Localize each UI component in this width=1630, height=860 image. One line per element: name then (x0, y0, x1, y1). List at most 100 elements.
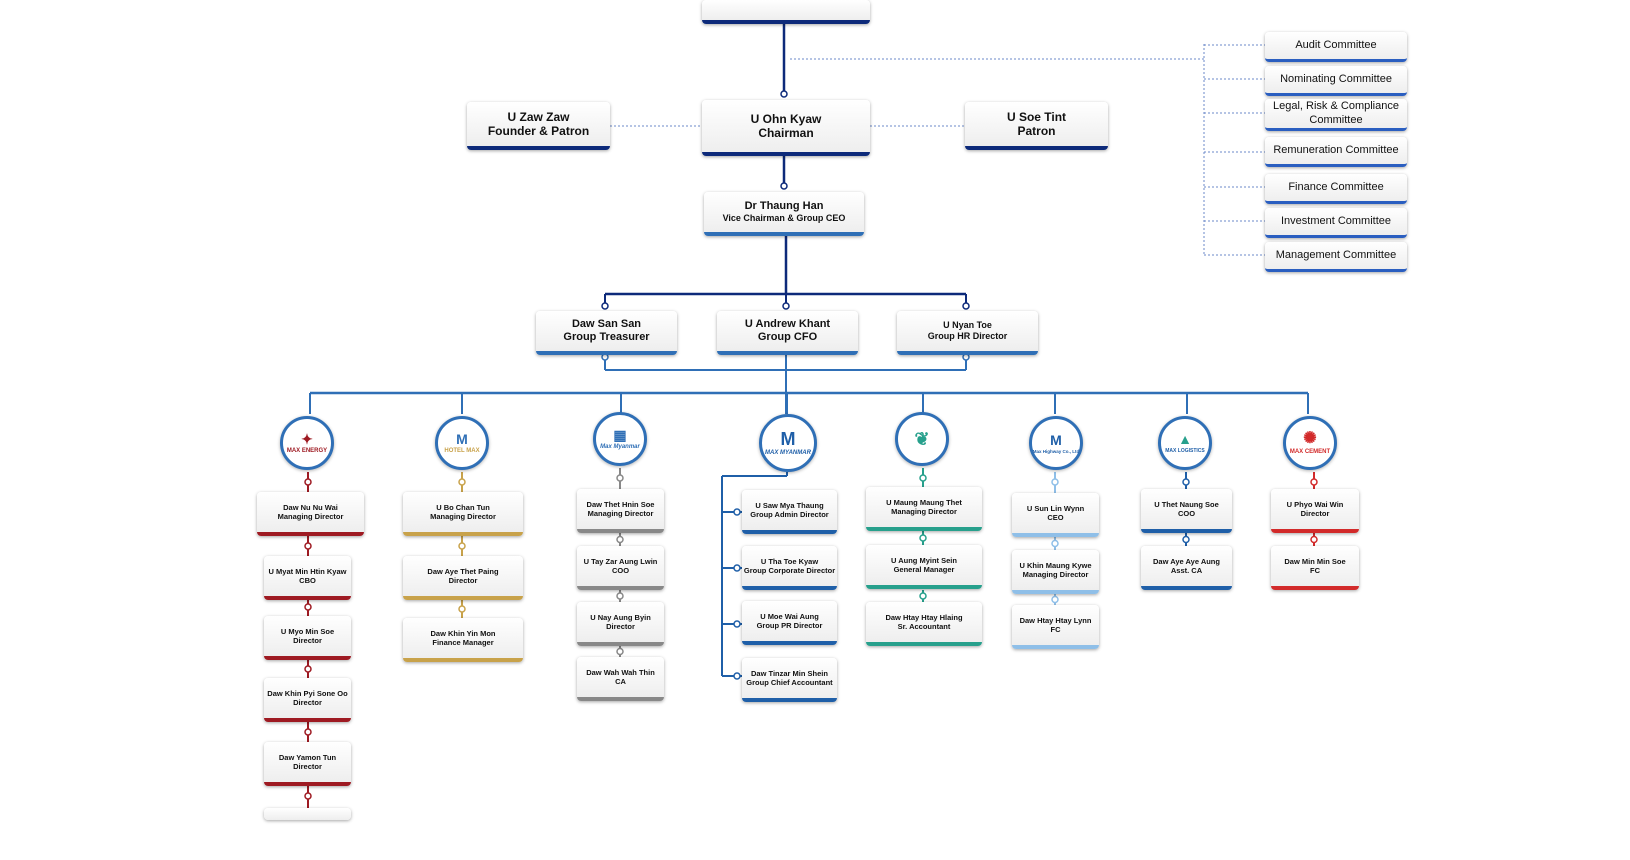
connector-dot (1182, 535, 1190, 544)
employee-title: Director (606, 622, 635, 631)
employee-name: U Nay Aung Byin (590, 613, 651, 622)
committee-label: Nominating Committee (1280, 72, 1392, 85)
connector-dot (733, 620, 741, 628)
logo-mark: ❦ (914, 429, 930, 449)
employee-title: CBO (299, 576, 316, 585)
committee-remuneration: Remuneration Committee (1265, 137, 1407, 167)
employee-name: Daw Yamon Tun (278, 753, 337, 762)
exec-name: U Andrew Khant (744, 317, 831, 330)
committee-label: Management Committee (1275, 248, 1397, 261)
ceo-title: Vice Chairman & Group CEO (722, 213, 846, 224)
employee-name: Daw Nu Nu Wai (283, 503, 338, 512)
connector-dot (616, 535, 624, 544)
connector-dot (919, 534, 927, 542)
connector-dot (780, 182, 788, 190)
max-cement-icon: ✺ MAX CEMENT (1283, 416, 1337, 470)
committee-label: Remuneration Committee (1273, 143, 1399, 156)
employee-title: General Manager (893, 565, 955, 574)
employee-name: Daw Tinzar Min Shein (751, 669, 828, 678)
logo-mark: ✦ (301, 431, 313, 447)
connector-dot (304, 603, 312, 611)
employee-title: Asst. CA (1170, 566, 1203, 575)
employee-title: Managing Director (277, 512, 344, 521)
employee-name: U Thet Naung Soe (1154, 500, 1219, 509)
employee-title: Managing Director (587, 509, 654, 518)
connector-dot (733, 564, 741, 572)
chairman-title: Chairman (758, 126, 814, 140)
employee-title: FC (1050, 625, 1061, 634)
employee-title: CEO (1047, 513, 1064, 522)
connector-dot (733, 672, 741, 680)
employee-name: U Tha Toe Kyaw (760, 557, 819, 566)
employee-title: Managing Director (430, 512, 496, 521)
max-myanmar-icon: M MAX MYANMAR (759, 414, 817, 472)
patron-box: U Soe Tint Patron (965, 102, 1108, 150)
employee-title: Director (293, 636, 322, 645)
max-logistics-icon: ▲ MAX LOGISTICS (1158, 416, 1212, 470)
employee-name: Daw Khin Yin Mon (430, 629, 496, 638)
connector-dot (616, 592, 624, 600)
employee-name: U Khin Maung Kywe (1019, 561, 1092, 570)
employee-title: Group Corporate Director (743, 566, 836, 575)
connector-dot (780, 90, 788, 98)
exec-title: Group CFO (757, 331, 818, 343)
logo-text: Max Myanmar (600, 444, 640, 450)
connector-dot (458, 542, 466, 550)
exec-title: Group Treasurer (563, 331, 650, 343)
exec-title: Group HR Director (927, 331, 1008, 341)
connector-dot (919, 474, 927, 482)
committee-legal-risk: Legal, Risk & Compliance Committee (1265, 99, 1407, 131)
employee-name: U Myo Min Soe (280, 627, 335, 636)
connector-dot (304, 478, 312, 486)
employee-name: U Tay Zar Aung Lwin (583, 557, 658, 566)
employee-title: Director (293, 698, 322, 707)
ceo-box: Dr Thaung Han Vice Chairman & Group CEO (704, 192, 864, 236)
employee-title: CA (615, 677, 626, 686)
committee-finance: Finance Committee (1265, 174, 1407, 204)
logo-mark: M (780, 429, 796, 449)
employee-title: Group Chief Accountant (746, 678, 833, 687)
employee-title: COO (1177, 509, 1196, 518)
connector-dot (304, 665, 312, 673)
employee-name: U Sun Lin Wynn (1026, 504, 1085, 513)
connector-dot (962, 302, 970, 310)
employee-box-partial (264, 808, 351, 820)
exec-hr-box: U Nyan Toe Group HR Director (897, 311, 1038, 355)
committee-audit: Audit Committee (1265, 32, 1407, 62)
employee-name: U Maung Maung Thet (886, 498, 962, 507)
connector-dot (304, 792, 312, 800)
logo-text: MAX CEMENT (1289, 449, 1331, 455)
exec-name: Daw San San (571, 317, 642, 330)
employee-name: Daw Htay Htay Hlaing (885, 613, 963, 622)
employee-title: COO (611, 566, 630, 575)
connector-dot (458, 605, 466, 613)
logo-mark: ▦ (613, 427, 627, 443)
logo-mark: M (456, 431, 468, 447)
employee-title: Director (293, 762, 322, 771)
connector-dot (733, 508, 741, 516)
connector-dot (1051, 539, 1059, 548)
employee-title: Sr. Accountant (897, 622, 951, 631)
logo-text: MAX ENERGY (286, 448, 328, 454)
connector-dot (601, 302, 609, 310)
logo-mark: M (1050, 431, 1062, 448)
committee-investment: Investment Committee (1265, 208, 1407, 238)
employee-title: Managing Director (1022, 570, 1089, 579)
committee-label: Finance Committee (1288, 180, 1384, 193)
connector-dot (782, 302, 790, 310)
